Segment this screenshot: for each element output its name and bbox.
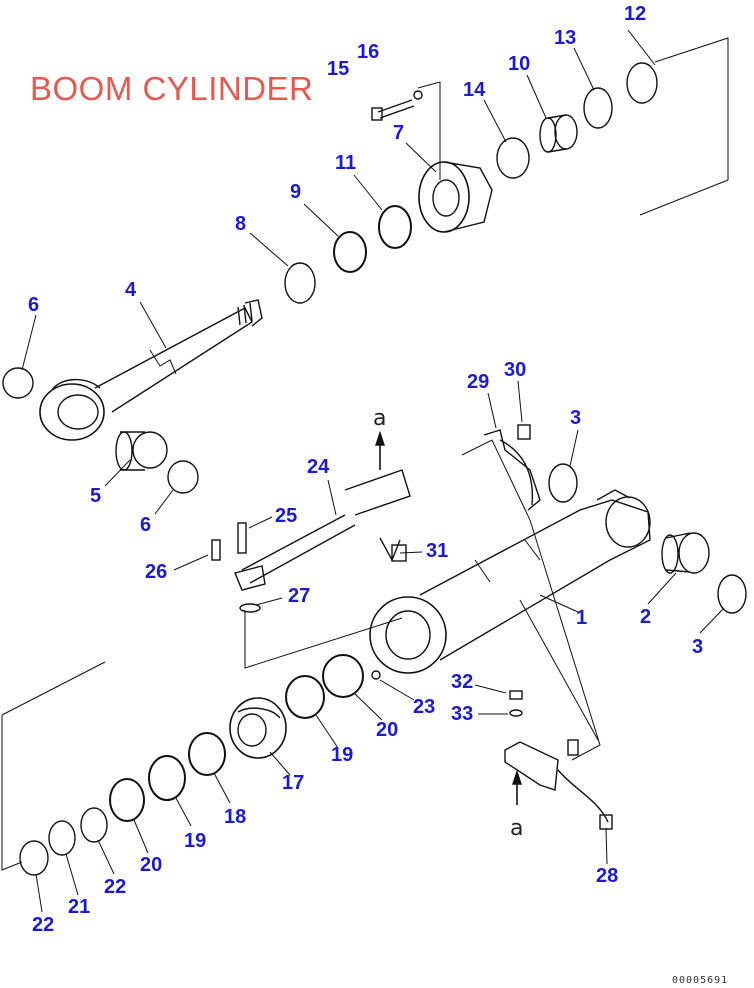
bolt-26 <box>211 539 221 561</box>
callout-3b: 3 <box>692 636 704 658</box>
snap-ring <box>284 262 316 304</box>
snap-ring-head <box>626 62 658 104</box>
callout-24: 24 <box>307 456 330 478</box>
ring-19 <box>285 675 325 719</box>
piston-rod <box>39 299 263 441</box>
buffer-ring <box>333 231 367 273</box>
rod-seal <box>496 137 530 179</box>
seal-ring-lower <box>167 460 199 494</box>
ring-18 <box>188 732 226 776</box>
callout-14: 14 <box>463 79 486 101</box>
callout-17: 17 <box>282 772 305 794</box>
callout-20: 20 <box>376 719 399 741</box>
callout-31: 31 <box>426 540 449 562</box>
bolt <box>371 99 415 121</box>
assembly-guide-lines <box>1 37 729 871</box>
clamp-upper <box>483 424 541 511</box>
callout-4: 4 <box>125 279 137 301</box>
arrow-a-lower-head <box>512 769 522 785</box>
callout-33: 33 <box>451 703 474 725</box>
arrow-a-upper-head <box>375 430 385 446</box>
callout-25: 25 <box>275 505 298 527</box>
callout-7: 7 <box>393 122 405 144</box>
pin-bushing <box>661 532 710 574</box>
callout-15: 15 <box>327 58 350 80</box>
callout-1: 1 <box>576 607 588 629</box>
callout-3: 3 <box>570 407 582 429</box>
callout-2: 2 <box>640 606 652 628</box>
callout-23: 23 <box>413 696 436 718</box>
callout-9: 9 <box>290 181 302 203</box>
callout-32: 32 <box>451 671 474 693</box>
ring-21 <box>48 820 76 856</box>
leader-lines <box>21 29 725 913</box>
callout-6: 6 <box>28 294 40 316</box>
callout-26: 26 <box>145 561 168 583</box>
nut <box>509 690 523 700</box>
arrow-label-a-upper: a <box>373 406 387 431</box>
washer <box>413 90 423 100</box>
bolt-25 <box>237 522 247 554</box>
callout-22: 22 <box>104 876 127 898</box>
washer-33 <box>509 709 523 717</box>
bushing-head <box>539 114 578 153</box>
drawing-code: 00005691 <box>672 975 729 986</box>
seal-ring-upper <box>548 463 578 503</box>
callout-28: 28 <box>596 865 619 887</box>
callout-13: 13 <box>554 27 577 49</box>
callout-27: 27 <box>288 585 311 607</box>
callout-19: 19 <box>331 744 354 766</box>
callout-6b: 6 <box>140 514 152 536</box>
wear-ring <box>378 205 412 249</box>
callout-8: 8 <box>235 213 247 235</box>
callout-22b: 22 <box>32 914 55 936</box>
ring-19b <box>148 755 186 801</box>
ring-20b <box>109 778 145 822</box>
plug <box>371 670 381 680</box>
dust-seal <box>583 87 613 129</box>
callout-11: 11 <box>335 152 357 174</box>
bushing <box>115 431 168 471</box>
callout-29: 29 <box>467 371 490 393</box>
ring-22 <box>80 807 108 843</box>
ring-20 <box>322 654 364 698</box>
callout-18: 18 <box>224 806 247 828</box>
callout-10: 10 <box>508 53 531 75</box>
page-title: BOOM CYLINDER <box>30 70 314 107</box>
piston <box>229 697 287 759</box>
seal-ring-right <box>717 574 747 614</box>
callout-16: 16 <box>357 41 380 63</box>
o-ring-27 <box>239 603 261 613</box>
seal-ring-left <box>2 367 34 399</box>
callout-12: 12 <box>624 3 647 25</box>
cylinder-tube <box>369 489 651 674</box>
ring-22b <box>19 840 49 876</box>
callout-5: 5 <box>90 485 102 507</box>
hydraulic-pipe <box>234 469 411 591</box>
callout-19b: 19 <box>184 830 207 852</box>
callout-20b: 20 <box>140 854 163 876</box>
callout-21: 21 <box>68 896 91 918</box>
callout-30: 30 <box>504 359 527 381</box>
arrow-label-a-lower: a <box>510 816 524 841</box>
cylinder-head <box>418 161 493 233</box>
